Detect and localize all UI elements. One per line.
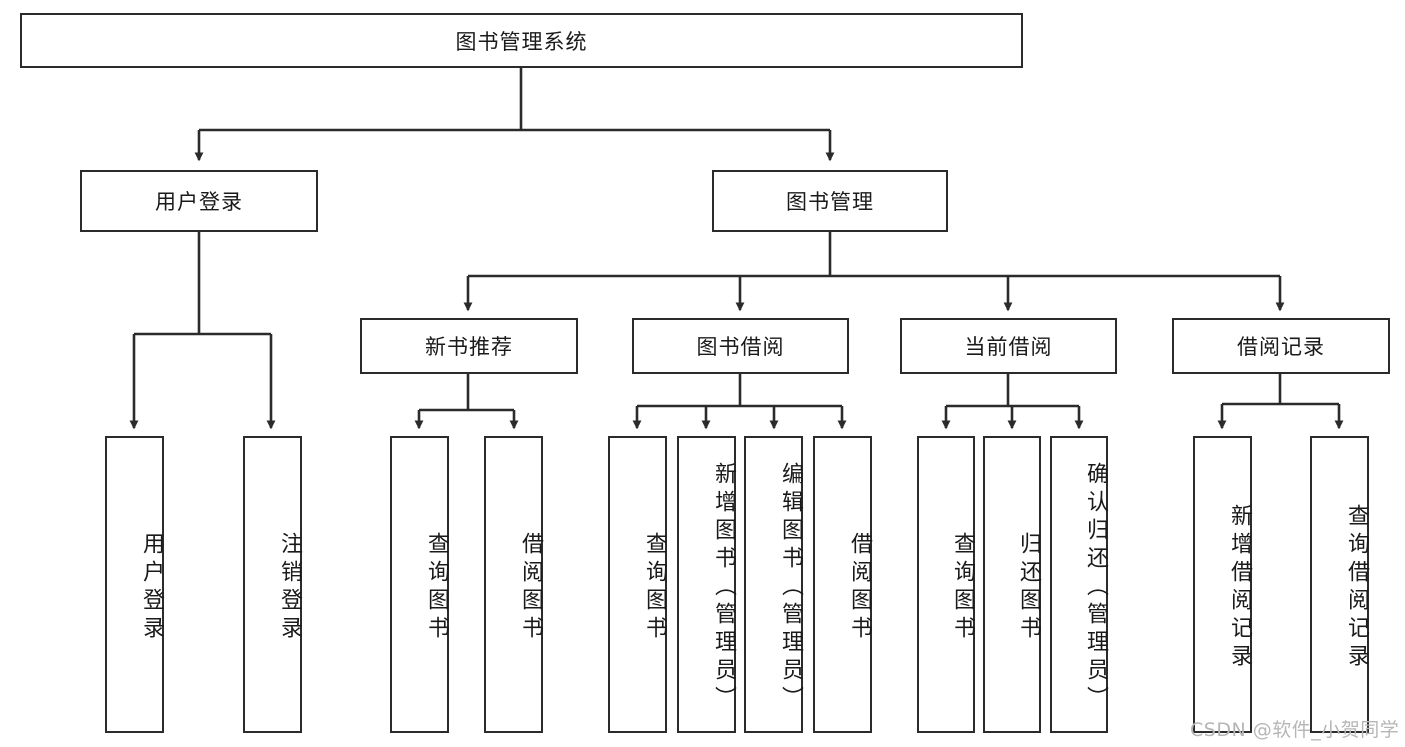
leaf-borrow-book-1[interactable]: 借阅图书 — [484, 436, 543, 733]
leaf-query-book-1-label: 查询图书 — [424, 531, 449, 644]
leaf-add-record-label: 新增借阅记录 — [1227, 503, 1252, 672]
leaf-query-book-3-label: 查询图书 — [950, 531, 975, 644]
leaf-add-book[interactable]: 新增图书（管理员） — [677, 436, 736, 733]
leaf-edit-book-label: 编辑图书（管理员） — [778, 461, 803, 714]
node-book-manage[interactable]: 图书管理 — [712, 170, 948, 232]
node-new-book-rec-label: 新书推荐 — [425, 335, 513, 359]
leaf-logout[interactable]: 注销登录 — [243, 436, 302, 733]
node-borrow-record[interactable]: 借阅记录 — [1172, 318, 1390, 374]
leaf-query-record-label: 查询借阅记录 — [1344, 503, 1369, 672]
leaf-logout-label: 注销登录 — [277, 531, 302, 644]
leaf-user-login-label: 用户登录 — [139, 531, 164, 644]
leaf-edit-book[interactable]: 编辑图书（管理员） — [744, 436, 803, 733]
node-book-manage-label: 图书管理 — [786, 190, 874, 214]
leaf-borrow-book-1-label: 借阅图书 — [518, 531, 543, 644]
leaf-borrow-book-2[interactable]: 借阅图书 — [813, 436, 872, 733]
leaf-query-book-2-label: 查询图书 — [642, 531, 667, 644]
leaf-query-record[interactable]: 查询借阅记录 — [1310, 436, 1369, 733]
leaf-query-book-3[interactable]: 查询图书 — [917, 436, 975, 733]
leaf-add-record[interactable]: 新增借阅记录 — [1193, 436, 1252, 733]
node-book-borrow-label: 图书借阅 — [696, 335, 785, 359]
node-current-borrow-label: 当前借阅 — [964, 335, 1053, 359]
leaf-confirm-return[interactable]: 确认归还（管理员） — [1050, 436, 1108, 733]
node-user-login-label: 用户登录 — [155, 190, 243, 214]
leaf-borrow-book-2-label: 借阅图书 — [847, 531, 872, 644]
leaf-query-book-2[interactable]: 查询图书 — [608, 436, 667, 733]
node-current-borrow[interactable]: 当前借阅 — [900, 318, 1117, 374]
leaf-return-book[interactable]: 归还图书 — [983, 436, 1041, 733]
node-root-label: 图书管理系统 — [455, 29, 588, 54]
node-new-book-rec[interactable]: 新书推荐 — [360, 318, 578, 374]
leaf-return-book-label: 归还图书 — [1016, 531, 1041, 644]
node-book-borrow[interactable]: 图书借阅 — [632, 318, 849, 374]
node-user-login[interactable]: 用户登录 — [80, 170, 318, 232]
leaf-confirm-return-label: 确认归还（管理员） — [1083, 461, 1108, 714]
leaf-query-book-1[interactable]: 查询图书 — [390, 436, 449, 733]
leaf-add-book-label: 新增图书（管理员） — [711, 461, 736, 714]
leaf-user-login[interactable]: 用户登录 — [105, 436, 164, 733]
node-borrow-record-label: 借阅记录 — [1237, 335, 1325, 359]
node-root[interactable]: 图书管理系统 — [20, 13, 1023, 68]
